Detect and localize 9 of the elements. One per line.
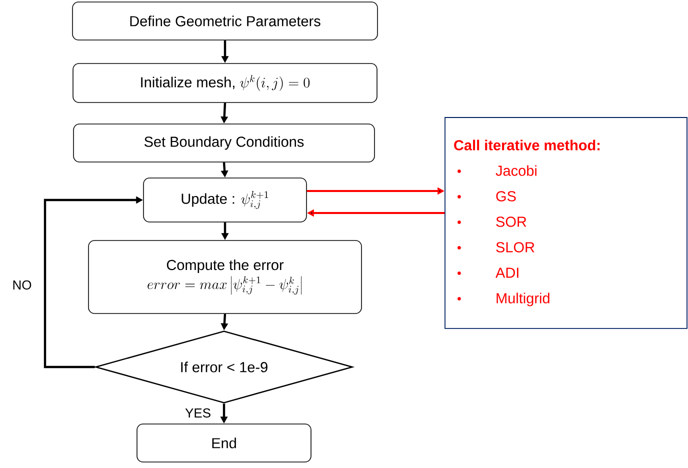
process-box: Set Boundary Conditions [73,124,375,162]
process-box: Compute the error $error = max\left|\psi_{i,j}^{k+1} - \psi_{i,j}^{k}\right|$ [88,240,362,314]
process-box: Define Geometric Parameters [72,2,378,40]
process-box: Initialize mesh, $\psi^{k}(i,j) = 0$ [72,63,378,103]
edge-label: NO [13,280,32,290]
edge-label: YES [185,408,210,418]
process-box: End [136,424,312,462]
method-list-box: Call iterative method: Jacobi GS SOR SLOR ADI Multigrid [444,117,688,329]
process-box: Update : $\psi_{i,j}^{k+1}$ [143,178,307,222]
